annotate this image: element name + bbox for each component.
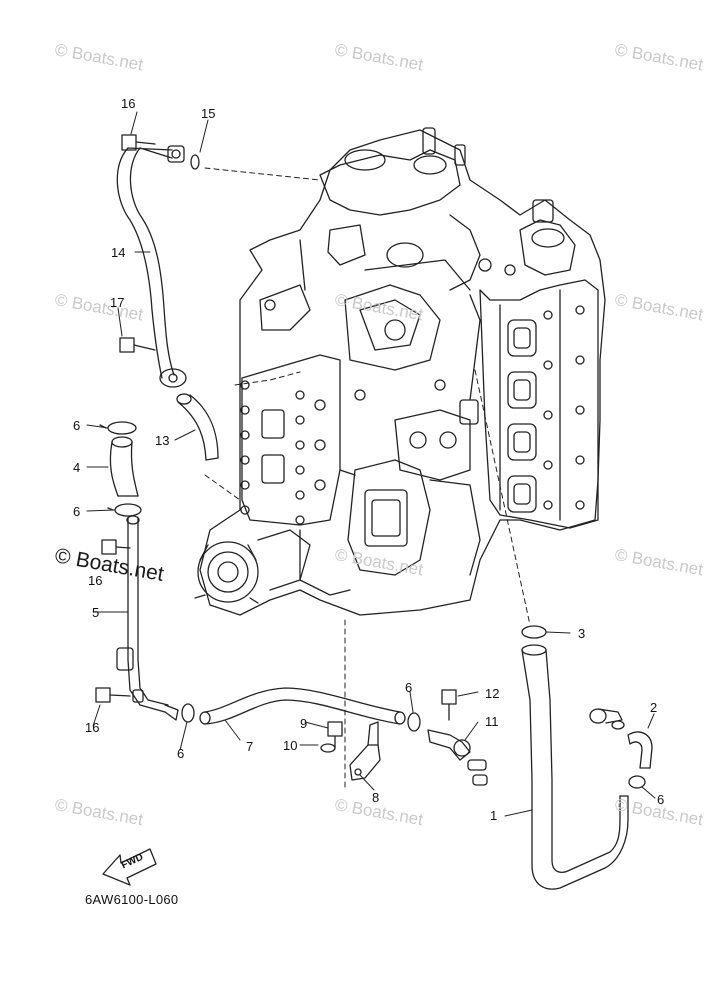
part-5-pipe — [116, 515, 179, 721]
part-1-hose — [521, 644, 629, 890]
callout-2: 2 — [650, 700, 658, 715]
part-6-clamp-3 — [181, 703, 195, 723]
diagram-code: 6AW6100-L060 — [85, 892, 179, 907]
part-16-bolt-low — [95, 687, 131, 703]
callout-6: 6 — [657, 792, 665, 807]
callout-16: 16 — [88, 573, 103, 588]
callout-8: 8 — [372, 790, 380, 805]
callout-1: 1 — [490, 808, 498, 823]
part-13-hose — [176, 393, 219, 461]
callout-7: 7 — [246, 739, 254, 754]
part-12-bolt — [441, 689, 457, 721]
callout-15: 15 — [201, 106, 216, 121]
part-10-washer — [320, 743, 336, 753]
callout-6: 6 — [73, 418, 81, 433]
part-6-clamp-4 — [407, 712, 421, 732]
callout-6: 6 — [73, 504, 81, 519]
callout-10: 10 — [283, 738, 298, 753]
callout-14: 14 — [111, 245, 126, 260]
callout-6: 6 — [405, 680, 413, 695]
part-2-elbow — [589, 708, 653, 769]
callout-3: 3 — [578, 626, 586, 641]
part-16-bolt-top — [121, 134, 156, 151]
engine-block — [194, 127, 606, 616]
callout-16: 16 — [121, 96, 136, 111]
part-9-bolt — [327, 721, 343, 749]
callout-12: 12 — [485, 686, 500, 701]
part-4-hose — [109, 436, 139, 497]
fwd-arrow-icon — [102, 848, 157, 886]
callout-17: 17 — [110, 295, 125, 310]
part-11-fitting — [427, 729, 488, 786]
callout-11: 11 — [485, 714, 499, 729]
part-7-hose — [199, 687, 406, 725]
dashed-leaders — [204, 167, 531, 791]
callout-9: 9 — [300, 716, 308, 731]
callout-leaders — [86, 111, 656, 817]
part-17-bolt — [119, 337, 156, 353]
callout-5: 5 — [92, 605, 100, 620]
callout-4: 4 — [73, 460, 81, 475]
part-14-hose — [116, 145, 187, 388]
part-8-bracket — [349, 721, 381, 781]
part-3-clamp — [521, 625, 547, 639]
part-15-o-ring — [190, 154, 200, 170]
part-6-clamp-5 — [628, 775, 646, 789]
callout-13: 13 — [155, 433, 170, 448]
callout-6: 6 — [177, 746, 185, 761]
callout-16: 16 — [85, 720, 100, 735]
